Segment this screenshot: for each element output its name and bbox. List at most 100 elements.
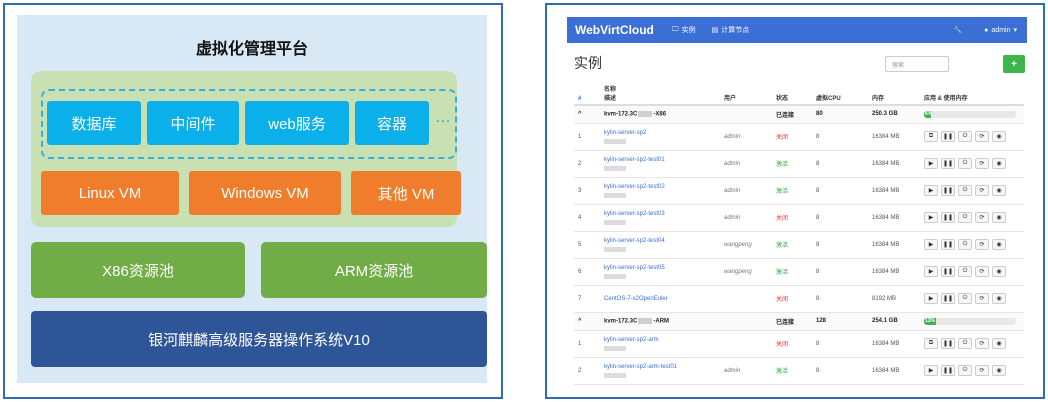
vm-linux: Linux VM: [41, 171, 179, 215]
instance-link[interactable]: kylin-server-sp2-test04: [604, 237, 665, 244]
refresh-icon[interactable]: ⟳: [975, 158, 989, 169]
pause-icon[interactable]: ❚❚: [941, 185, 955, 196]
nav-compute[interactable]: ▤ 计算节点: [712, 25, 750, 35]
refresh-icon[interactable]: ⟳: [975, 212, 989, 223]
col-status[interactable]: 状态: [772, 81, 812, 106]
row-mem: 16384 MB: [868, 231, 920, 259]
nav-instances[interactable]: 🖵 实例: [672, 25, 696, 35]
row-vcpu: 8: [812, 177, 868, 205]
row-name-cell: kylin-server-sp2-test03: [600, 204, 720, 232]
row-vcpu: 8: [812, 330, 868, 358]
play-icon[interactable]: ▶: [924, 158, 938, 169]
row-name-cell: kylin-server-sp2-test05: [600, 258, 720, 286]
search-input[interactable]: 搜索: [885, 56, 949, 72]
host-name[interactable]: kvm-172.3C-X86: [600, 105, 720, 124]
view-icon[interactable]: ◉: [992, 293, 1006, 304]
view-icon[interactable]: ◉: [992, 365, 1006, 376]
col-user[interactable]: 用户: [720, 81, 772, 106]
pause-icon[interactable]: ❚❚: [941, 293, 955, 304]
play-icon[interactable]: ▶: [924, 239, 938, 250]
instance-link[interactable]: kylin-server-sp2-arm-test01: [604, 363, 678, 370]
user-menu[interactable]: ● admin ▾: [984, 26, 1017, 35]
host-prefix: kvm-172.3C: [604, 318, 638, 325]
col-name[interactable]: 名称描述: [600, 81, 720, 106]
nav-instances-label: 实例: [681, 27, 696, 34]
play-icon[interactable]: ▶: [924, 212, 938, 223]
row-name-cell: kylin-server-sp2-test01: [600, 150, 720, 178]
col-mem[interactable]: 内存: [868, 81, 920, 106]
refresh-icon[interactable]: ⟳: [975, 266, 989, 277]
clone-icon[interactable]: ⧉: [924, 338, 938, 349]
pause-icon[interactable]: ❚❚: [941, 212, 955, 223]
view-icon[interactable]: ◉: [992, 131, 1006, 142]
action-group: ▶❚❚⏻⟳◉: [924, 293, 1020, 304]
host-name[interactable]: kvm-172.3C -ARM: [600, 312, 720, 331]
pause-icon[interactable]: ❚❚: [941, 266, 955, 277]
apps-group: [41, 89, 457, 159]
power-icon[interactable]: ⏻: [958, 131, 972, 142]
view-icon[interactable]: ◉: [992, 266, 1006, 277]
instance-link[interactable]: kylin-server-sp2: [604, 129, 647, 136]
instance-link[interactable]: kylin-server-sp2-test03: [604, 210, 665, 217]
add-instance-button[interactable]: +: [1003, 55, 1025, 73]
collapse-chevron-icon[interactable]: ^: [574, 312, 600, 331]
refresh-icon[interactable]: ⟳: [975, 239, 989, 250]
col-vcpu[interactable]: 虚拟CPU: [812, 81, 868, 106]
vm-other: 其他 VM: [351, 171, 461, 215]
pause-icon[interactable]: ❚❚: [941, 365, 955, 376]
power-icon[interactable]: ⏻: [958, 239, 972, 250]
view-icon[interactable]: ◉: [992, 239, 1006, 250]
webvirtcloud-app: WebVirtCloud 🖵 实例 ▤ 计算节点 🔧 ● admin ▾ 实例 …: [567, 17, 1027, 389]
play-icon[interactable]: ▶: [924, 185, 938, 196]
pause-icon[interactable]: ❚❚: [941, 239, 955, 250]
pause-icon[interactable]: ❚❚: [941, 158, 955, 169]
collapse-chevron-icon[interactable]: ^: [574, 105, 600, 124]
instance-link[interactable]: kylin-server-sp2-test05: [604, 264, 665, 271]
view-icon[interactable]: ◉: [992, 185, 1006, 196]
brand[interactable]: WebVirtCloud: [575, 23, 654, 37]
action-group: ⧉❚❚⏻⟳◉: [924, 338, 1020, 349]
host-usage: 6%: [920, 105, 1024, 124]
instance-link[interactable]: CentOS-7-x2OpenEuler: [604, 295, 668, 302]
view-icon[interactable]: ◉: [992, 158, 1006, 169]
power-icon[interactable]: ⏻: [958, 365, 972, 376]
host-suffix: -ARM: [653, 318, 670, 325]
col-num[interactable]: #: [574, 81, 600, 106]
row-user: [720, 330, 772, 358]
pause-icon[interactable]: ❚❚: [941, 338, 955, 349]
instance-link[interactable]: kylin-server-sp2-test02: [604, 183, 665, 190]
row-mem: 8192 MB: [868, 285, 920, 313]
view-icon[interactable]: ◉: [992, 212, 1006, 223]
instance-link[interactable]: kylin-server-sp2-arm: [604, 336, 659, 343]
play-icon[interactable]: ▶: [924, 293, 938, 304]
power-icon[interactable]: ⏻: [958, 338, 972, 349]
wrench-icon[interactable]: 🔧: [953, 27, 963, 34]
power-icon[interactable]: ⏻: [958, 212, 972, 223]
refresh-icon[interactable]: ⟳: [975, 338, 989, 349]
refresh-icon[interactable]: ⟳: [975, 131, 989, 142]
row-name-cell: CentOS-7-x2OpenEuler: [600, 285, 720, 313]
play-icon[interactable]: ▶: [924, 365, 938, 376]
action-group: ▶❚❚⏻⟳◉: [924, 185, 1020, 196]
action-group: ▶❚❚⏻⟳◉: [924, 212, 1020, 223]
play-icon[interactable]: ▶: [924, 266, 938, 277]
refresh-icon[interactable]: ⟳: [975, 293, 989, 304]
power-icon[interactable]: ⏻: [958, 266, 972, 277]
pause-icon[interactable]: ❚❚: [941, 131, 955, 142]
redacted-desc: [604, 246, 626, 252]
redacted-desc: [604, 273, 626, 279]
row-num: 5: [574, 231, 600, 259]
refresh-icon[interactable]: ⟳: [975, 365, 989, 376]
refresh-icon[interactable]: ⟳: [975, 185, 989, 196]
power-icon[interactable]: ⏻: [958, 158, 972, 169]
view-icon[interactable]: ◉: [992, 338, 1006, 349]
clone-icon[interactable]: ⧉: [924, 131, 938, 142]
power-icon[interactable]: ⏻: [958, 185, 972, 196]
power-icon[interactable]: ⏻: [958, 293, 972, 304]
page-title: 实例: [574, 55, 602, 71]
instance-link[interactable]: kylin-server-sp2-test01: [604, 156, 665, 163]
